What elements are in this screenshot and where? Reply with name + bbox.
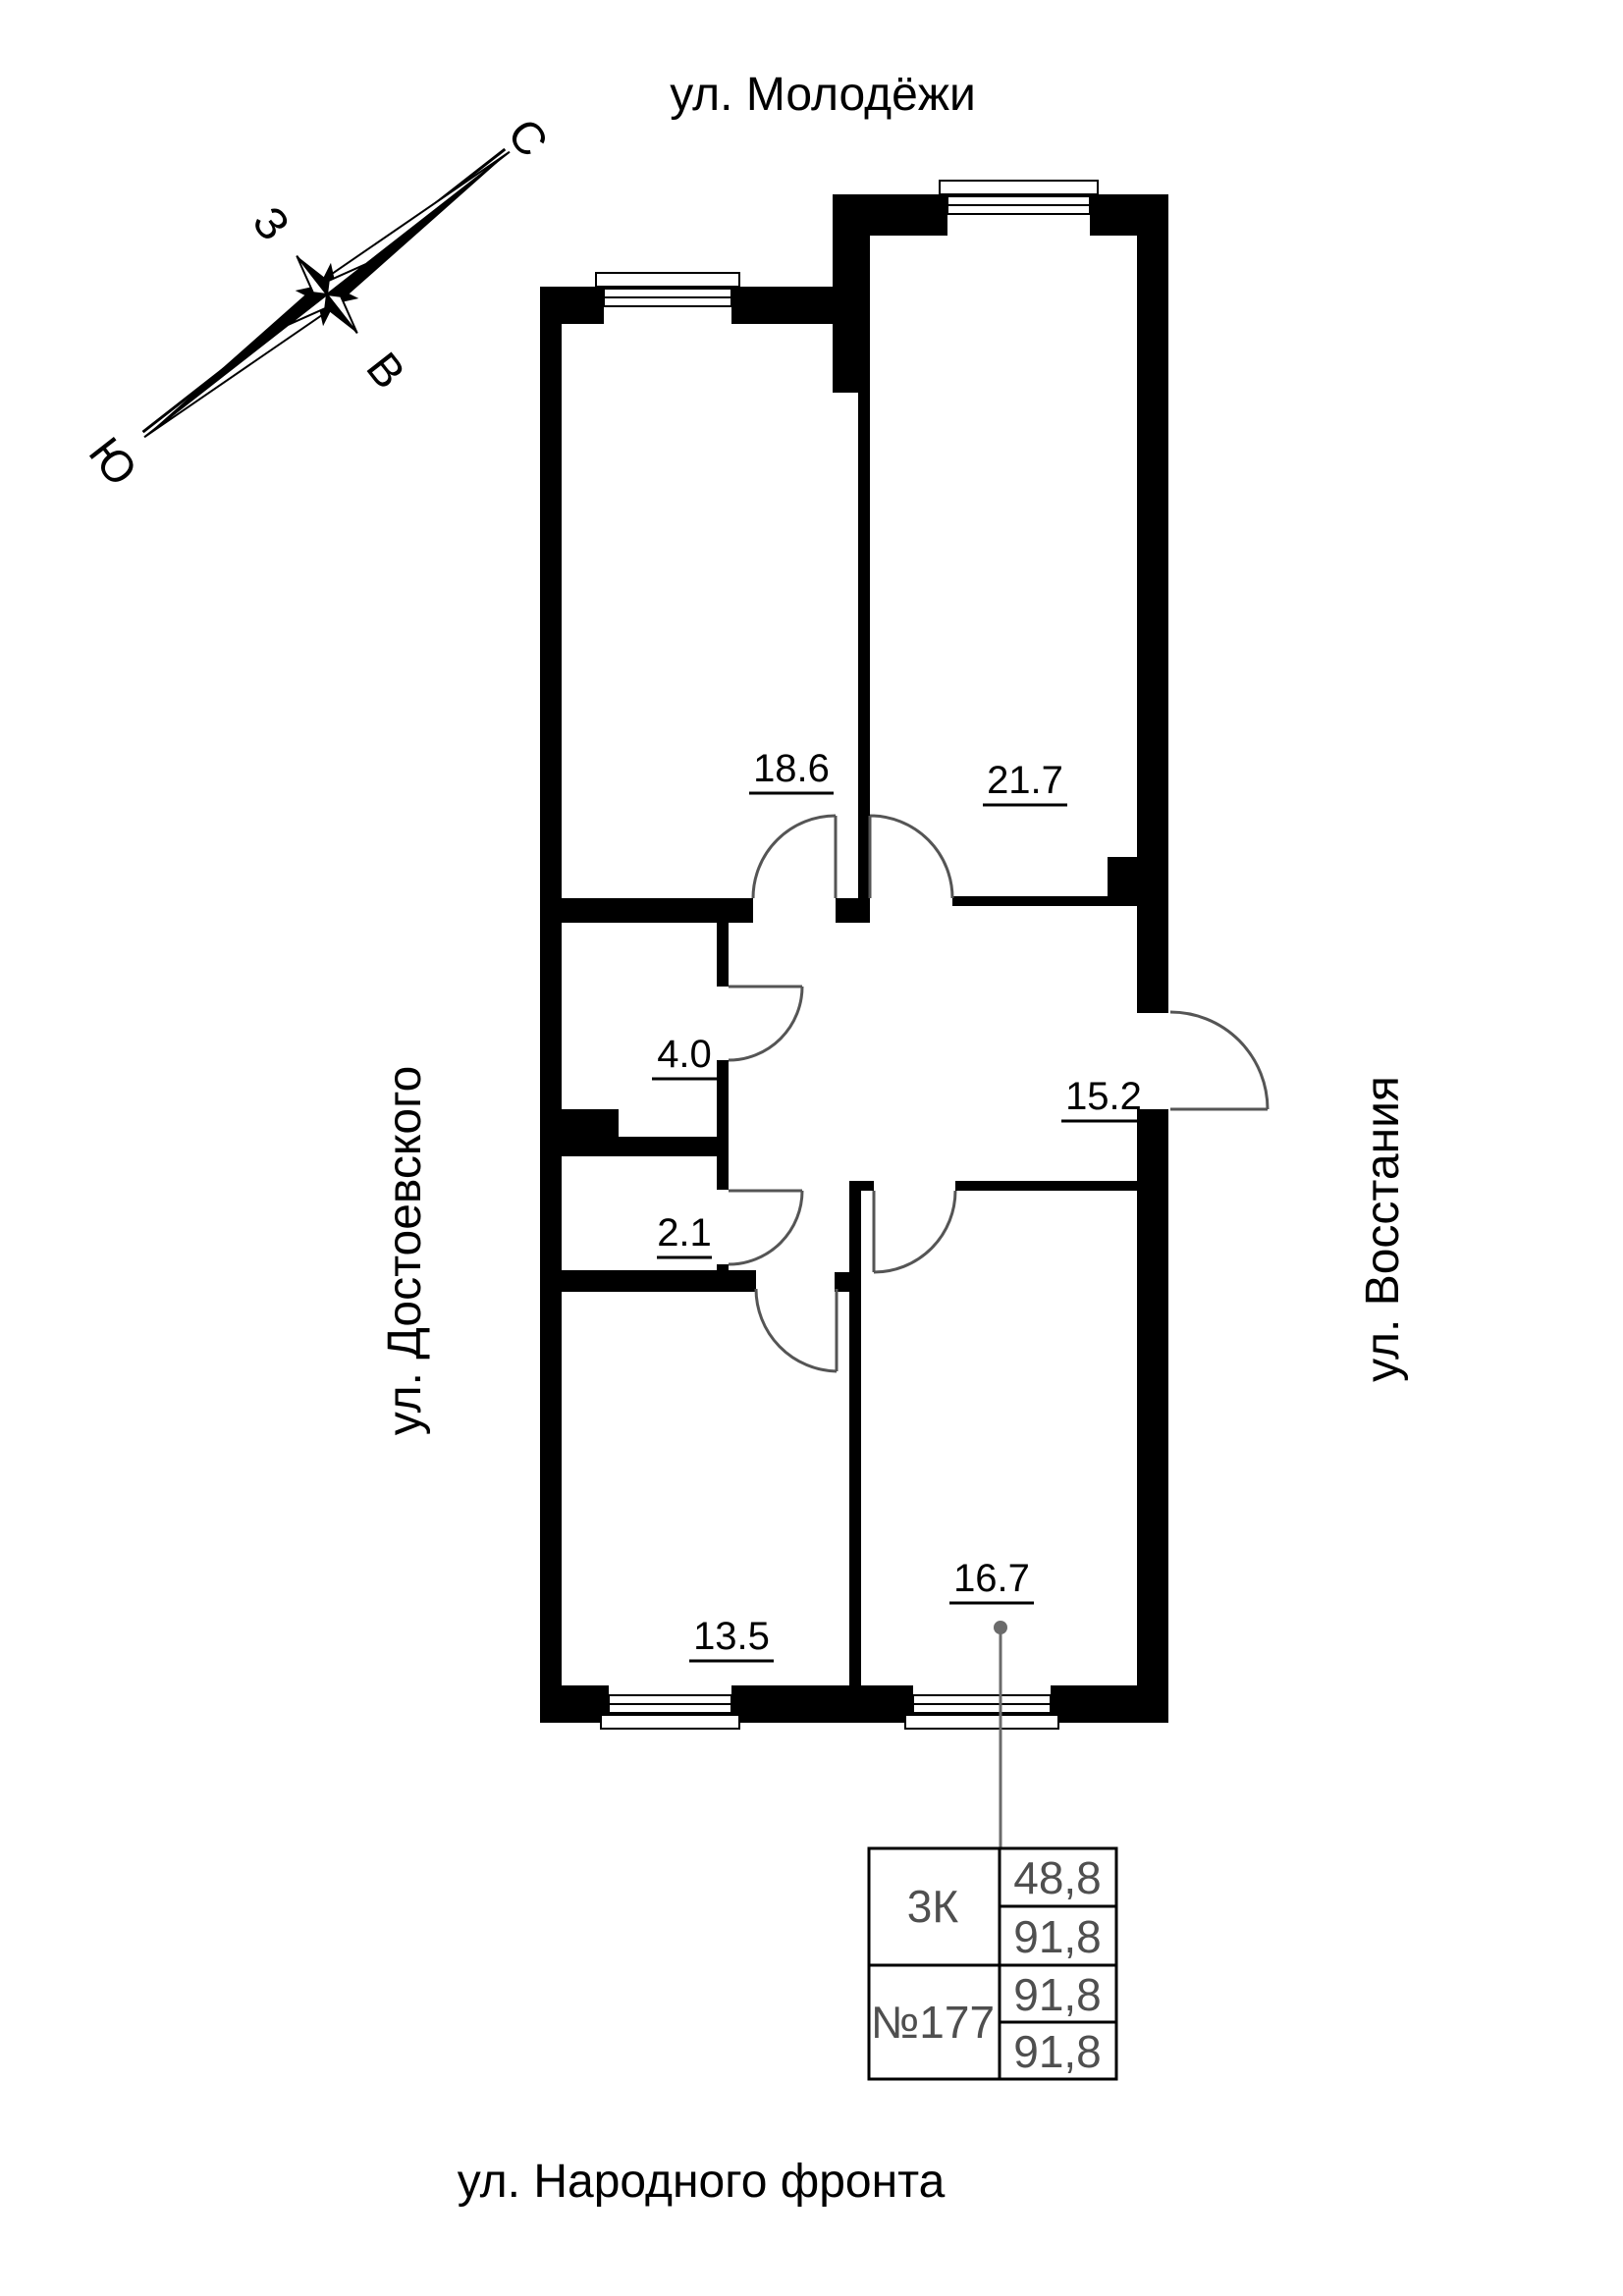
wall-divider-bottom <box>849 1181 861 1685</box>
wall-divider-top-thick <box>833 194 870 393</box>
door-arc-room-167 <box>873 1190 957 1274</box>
door-arc-room-40 <box>728 986 804 1062</box>
wall-pier-left <box>562 1109 619 1154</box>
wall-hall-south <box>562 1270 756 1292</box>
doors <box>728 814 1270 1373</box>
wall-bottom-b <box>731 1685 913 1723</box>
wall-bottom-a <box>540 1685 609 1723</box>
wall-hall-top-right <box>952 896 1139 906</box>
compass-arm-w2 <box>296 254 330 296</box>
wall-hall-top-stub <box>836 898 870 923</box>
window-135-sill <box>600 1714 740 1730</box>
wall-top-left-a <box>540 287 604 324</box>
wall-bottom-c <box>1051 1685 1168 1723</box>
walls <box>540 194 1168 1723</box>
wall-top-left-b <box>731 287 833 324</box>
info-area-value-3: 91,8 <box>1013 1969 1102 2020</box>
area-label-152: 15.2 <box>1065 1075 1142 1118</box>
window-186-sill <box>595 272 740 288</box>
street-label-right: ул. Восстания <box>1357 1076 1409 1382</box>
wall-167-top-b <box>955 1181 1139 1191</box>
area-label-186: 18.6 <box>753 747 830 790</box>
compass-label-west: З <box>243 197 299 250</box>
window-217-sill <box>939 180 1099 195</box>
compass-rose: С Ю З В <box>80 109 559 496</box>
windows <box>595 180 1099 1730</box>
info-area-value-4: 91,8 <box>1013 2026 1102 2077</box>
wall-left-outer <box>540 287 562 1723</box>
wall-divider-top-thin <box>858 393 870 923</box>
door-arc-room-217 <box>869 814 954 899</box>
compass-arm-n2 <box>325 263 367 297</box>
wall-hall-top-left <box>562 898 753 923</box>
door-arc-entrance <box>1169 1010 1270 1110</box>
area-label-135: 13.5 <box>693 1615 770 1658</box>
area-label-40: 4.0 <box>657 1033 712 1076</box>
area-label-217: 21.7 <box>987 759 1063 802</box>
window-167-sill <box>904 1714 1059 1730</box>
door-arc-room-186 <box>751 814 837 899</box>
wall-right-outer-b <box>1137 1109 1168 1723</box>
compass-arm-s2 <box>287 292 329 326</box>
door-arc-room-21 <box>728 1190 804 1266</box>
area-label-167: 16.7 <box>953 1557 1030 1600</box>
area-label-21: 2.1 <box>657 1211 712 1255</box>
street-label-top: ул. Молодёжи <box>670 69 976 121</box>
wall-hall-south-stub <box>835 1272 849 1292</box>
wall-40-right-b <box>717 1060 729 1190</box>
door-arc-room-135 <box>754 1288 838 1373</box>
compass-needle-south-dark <box>144 288 327 438</box>
compass-label-east: В <box>356 343 415 398</box>
wall-right-outer-a <box>1137 194 1168 1013</box>
info-area-value-1: 48,8 <box>1013 1852 1102 1903</box>
wall-40-right-a <box>717 923 729 987</box>
wall-167-top-a <box>849 1181 874 1191</box>
wall-pilaster-right <box>1108 857 1139 906</box>
compass-label-south: Ю <box>80 428 148 496</box>
street-label-left: ул. Достоевского <box>379 1066 431 1436</box>
info-area-value-2: 91,8 <box>1013 1911 1102 1962</box>
compass-arm-e2 <box>324 293 358 335</box>
info-rooms-type: 3К <box>907 1881 959 1932</box>
compass-label-north: С <box>498 109 558 166</box>
leader <box>994 1621 1007 1848</box>
room-area-labels: 18.6 21.7 4.0 15.2 2.1 13.5 16.7 <box>652 747 1146 1663</box>
street-label-bottom: ул. Народного фронта <box>458 2156 946 2208</box>
leader-dot <box>994 1621 1007 1634</box>
compass-needle-north-dark <box>327 151 510 301</box>
info-apartment-number: №177 <box>871 1997 995 2048</box>
info-table: 3К №177 48,8 91,8 91,8 91,8 <box>867 1846 1118 2081</box>
